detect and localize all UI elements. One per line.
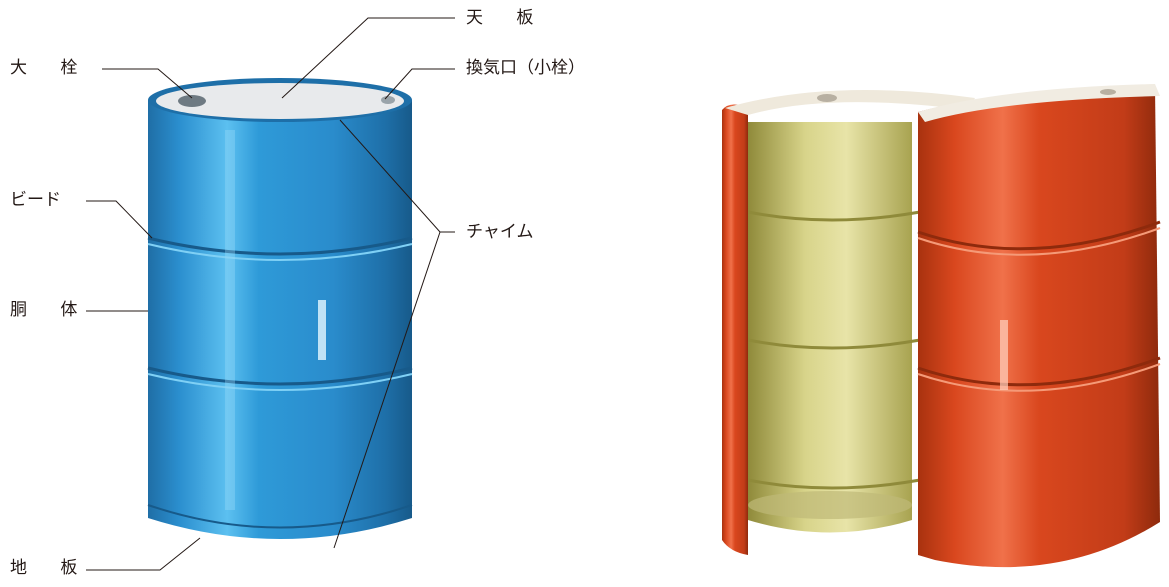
red-cutaway-drum	[722, 84, 1161, 568]
label-chime: チャイム	[466, 222, 534, 242]
label-body: 胴 体	[10, 300, 92, 320]
leader-lines	[86, 17, 455, 571]
label-vent: 換気口（小栓）	[466, 58, 585, 78]
blue-drum	[147, 78, 413, 539]
label-bottom-plate: 地 板	[10, 558, 92, 578]
label-top-plate: 天 板	[466, 8, 548, 28]
label-large-plug: 大 栓	[10, 58, 92, 78]
label-bead: ビード	[10, 190, 61, 210]
